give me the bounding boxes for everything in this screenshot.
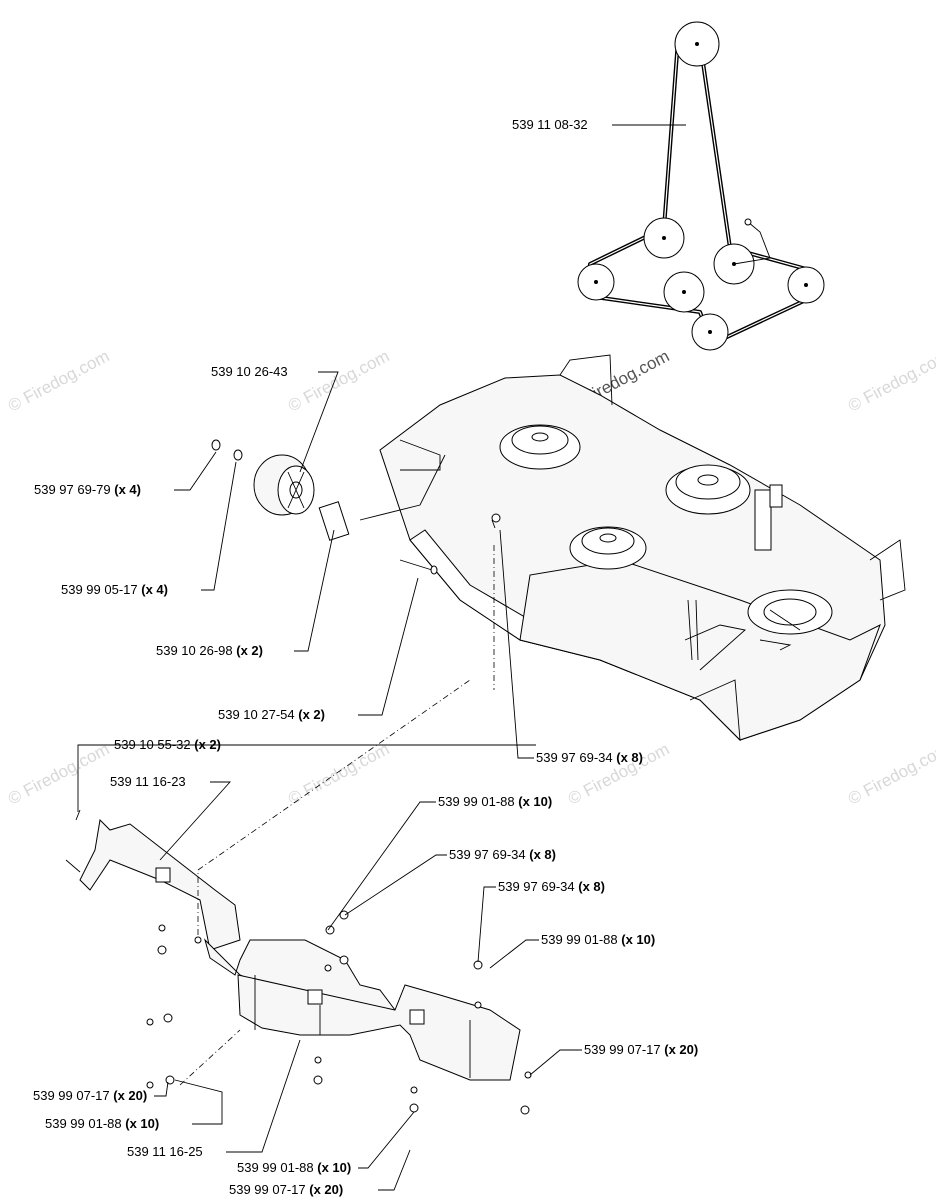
baffles-drawing: [65, 545, 532, 1115]
leader-lines: [77, 124, 686, 1191]
callout-washer: 539 99 05-17 (x 4): [61, 582, 168, 597]
callout-bolt: 539 10 27-54 (x 2): [218, 707, 325, 722]
watermark-5: © Firedog.com: [285, 739, 393, 808]
callout-washer-bottom: 539 99 01-88 (x 10): [237, 1160, 351, 1175]
callout-locknut: 539 97 69-79 (x 4): [34, 482, 141, 497]
watermark-1: © Firedog.com: [5, 346, 113, 415]
callout-bolt-bottom: 539 99 07-17 (x 20): [229, 1182, 343, 1197]
watermark-4: © Firedog.com: [5, 739, 113, 808]
callout-belt: 539 11 08-32: [512, 117, 588, 132]
callout-nut-a: 539 97 69-34 (x 8): [449, 847, 556, 862]
callout-screw: 539 10 55-32 (x 2): [114, 737, 221, 752]
callout-spacer: 539 10 26-98 (x 2): [156, 643, 263, 658]
callout-washer-b: 539 99 01-88 (x 10): [541, 932, 655, 947]
mower-deck-drawing: [359, 354, 906, 742]
watermark-3: © Firedog.com: [845, 346, 936, 415]
watermark-7: © Firedog.com: [845, 739, 936, 808]
callout-washer-left: 539 99 01-88 (x 10): [45, 1116, 159, 1131]
belt-drive-drawing: [577, 21, 825, 351]
watermark-2: © Firedog.com: [285, 346, 393, 415]
callout-labels: 539 11 08-32 539 10 26-43 539 97 69-79 (…: [33, 117, 698, 1197]
callout-washer-a: 539 99 01-88 (x 10): [438, 794, 552, 809]
callout-nut-b: 539 97 69-34 (x 8): [498, 879, 605, 894]
callout-nut-deck: 539 97 69-34 (x 8): [536, 750, 643, 765]
callout-baffle-right: 539 11 16-25: [127, 1144, 203, 1159]
callout-bolt-left: 539 99 07-17 (x 20): [33, 1088, 147, 1103]
wheel-assembly-drawing: [211, 439, 501, 575]
callout-wheel: 539 10 26-43: [211, 364, 288, 379]
callout-baffle-left: 539 11 16-23: [110, 774, 186, 789]
callout-bolt-right: 539 99 07-17 (x 20): [584, 1042, 698, 1057]
